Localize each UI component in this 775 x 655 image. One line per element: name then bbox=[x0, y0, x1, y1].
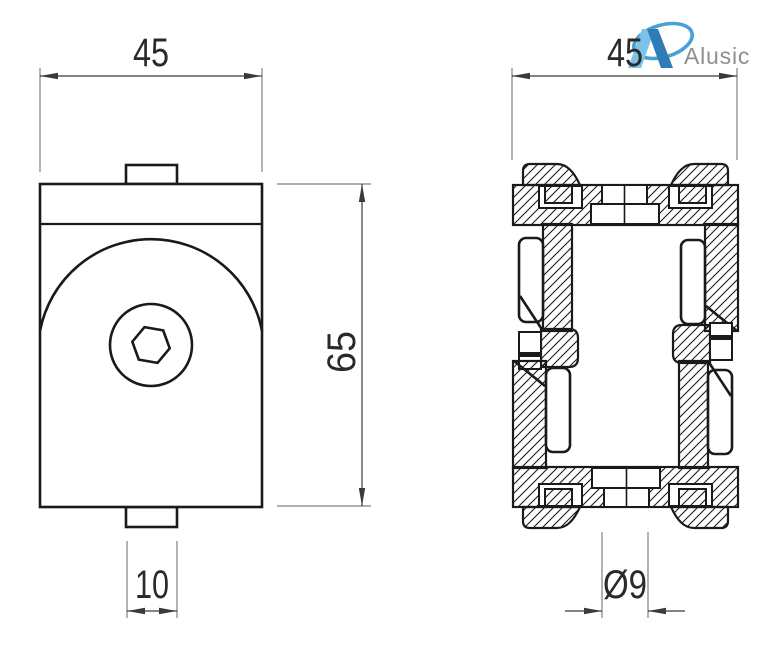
dim-label-section-hole: Ø9 bbox=[603, 563, 647, 607]
dim-label-front-height: 65 bbox=[320, 331, 364, 373]
dim-label-front-tab: 10 bbox=[135, 563, 169, 607]
front-dome-arc bbox=[38, 237, 264, 332]
section-view bbox=[511, 162, 740, 530]
front-view bbox=[38, 163, 264, 529]
dim-front-width: 45 bbox=[39, 31, 263, 172]
dim-front-tab: 10 bbox=[126, 541, 178, 618]
brand-text: Alusic bbox=[684, 43, 750, 69]
logo-a-left-stroke bbox=[628, 29, 655, 68]
logo-a-right-stroke bbox=[647, 29, 673, 68]
screw-head-circle bbox=[108, 302, 194, 388]
dim-label-section-width: 45 bbox=[607, 31, 643, 75]
alusic-logo: Alusic bbox=[628, 21, 750, 69]
dim-section-hole: Ø9 bbox=[565, 532, 685, 618]
front-top-tab bbox=[124, 163, 179, 186]
front-bottom-tab bbox=[124, 505, 179, 529]
hex-socket-icon bbox=[130, 325, 172, 365]
dim-label-front-width: 45 bbox=[133, 31, 169, 75]
dim-section-width: 45 bbox=[511, 31, 738, 160]
dim-front-height: 65 bbox=[277, 183, 371, 507]
